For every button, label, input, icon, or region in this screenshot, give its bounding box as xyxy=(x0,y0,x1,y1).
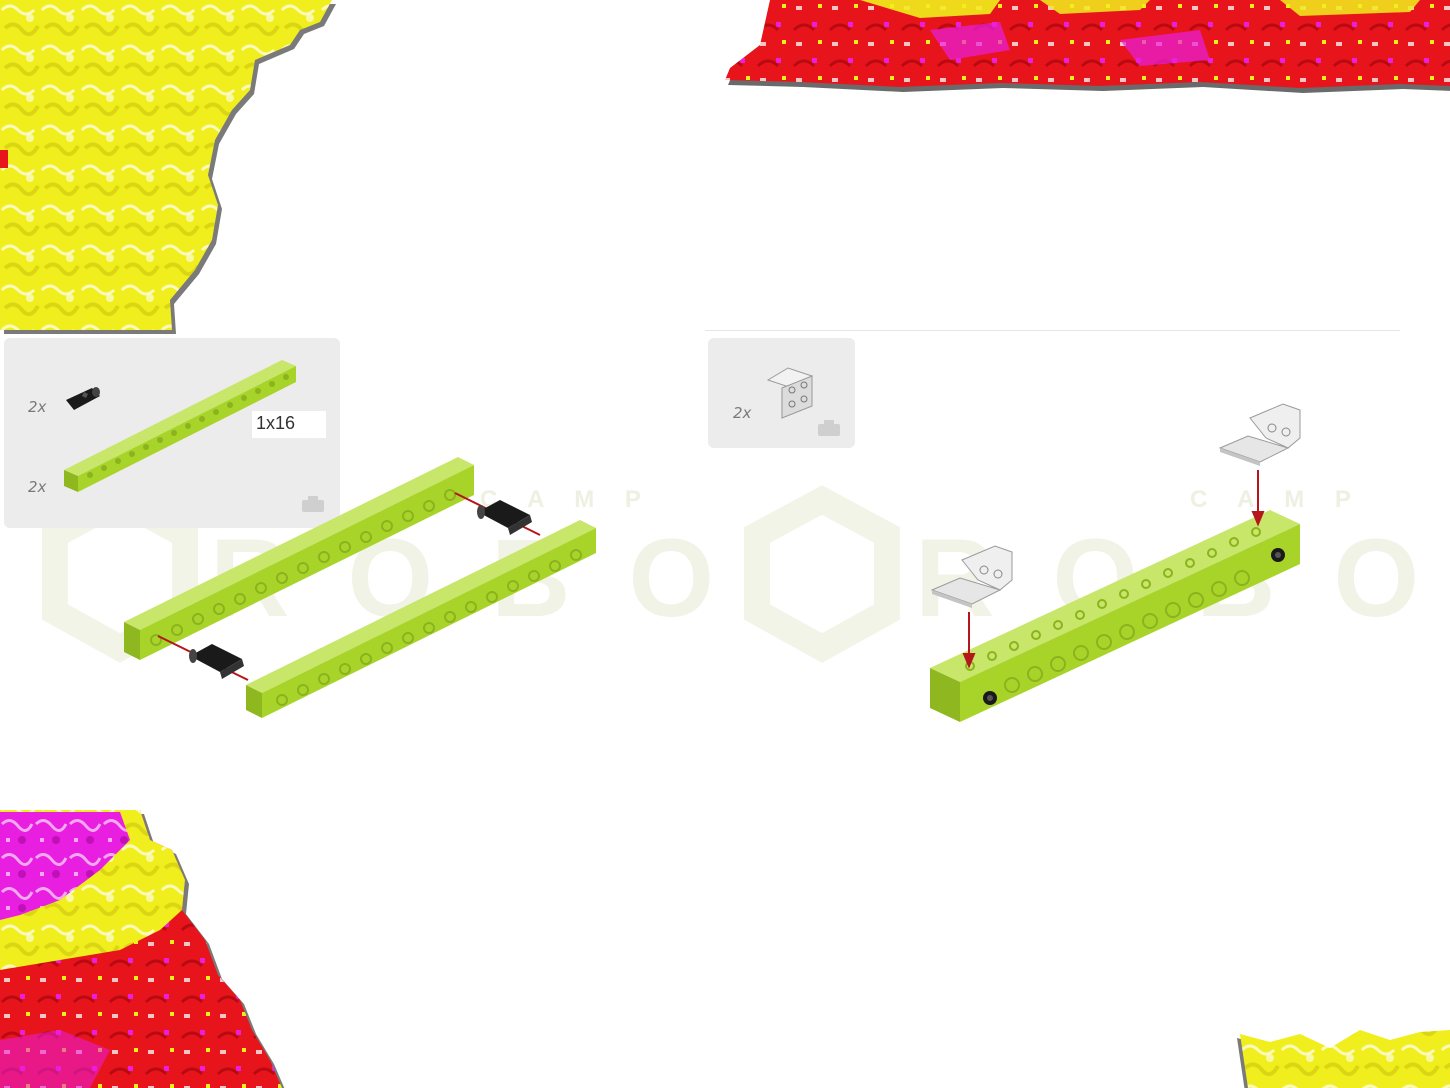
placement-arrow-left xyxy=(962,612,976,669)
beam-right xyxy=(930,510,1300,722)
step-divider xyxy=(705,330,1400,331)
angle-bracket-icon xyxy=(766,367,814,419)
angle-bracket-right xyxy=(1218,403,1301,466)
beam-front-holes xyxy=(276,549,582,706)
hexagon-logo-icon xyxy=(42,485,900,663)
beam-holes-icon xyxy=(87,374,289,478)
inventory-icon xyxy=(302,496,324,512)
beam-size-label: 1x16 xyxy=(252,411,326,438)
watermark-subtext-right: C A M P xyxy=(1190,486,1363,513)
angle-bracket-left xyxy=(930,545,1013,608)
top-left-yellow-blob xyxy=(0,0,336,334)
inventory-icon xyxy=(818,420,840,436)
part-qty-connector: 2x xyxy=(28,398,47,416)
bottom-left-multicolor-blob xyxy=(0,810,285,1088)
beam-back-holes xyxy=(150,489,456,646)
peg-end-left xyxy=(983,691,997,705)
top-right-red-banner xyxy=(725,0,1450,93)
bottom-right-yellow-blob xyxy=(1237,1030,1450,1088)
part-qty-beam: 2x xyxy=(28,478,47,496)
connector-peg-bottom xyxy=(189,644,244,679)
connector-peg-icon xyxy=(66,387,100,410)
placement-arrow-right xyxy=(1251,470,1265,527)
peg-end-right xyxy=(1271,548,1285,562)
part-qty-bracket: 2x xyxy=(733,404,752,422)
beam-right-side-holes xyxy=(1004,570,1250,693)
beam-right-top-studs xyxy=(965,527,1261,671)
connector-peg-top xyxy=(477,500,532,535)
